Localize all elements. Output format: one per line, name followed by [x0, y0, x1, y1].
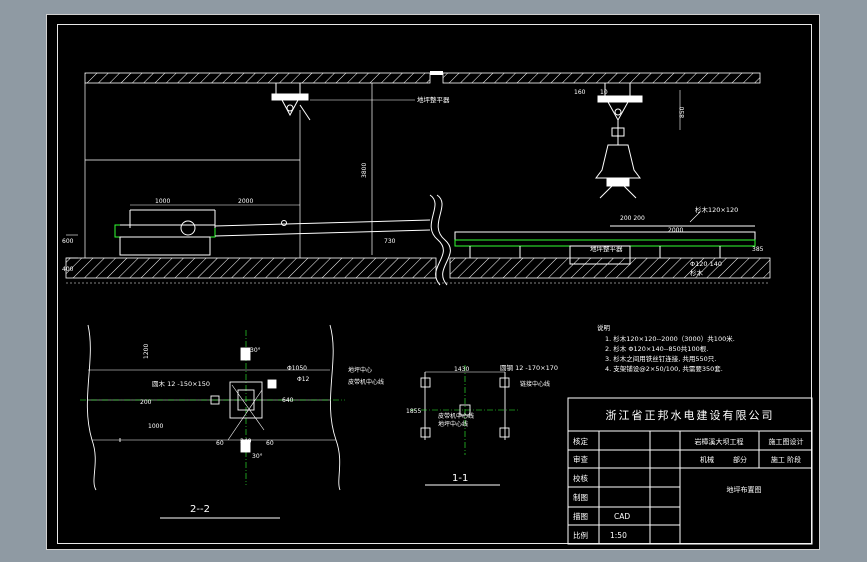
dim-200-200: 200 200: [620, 215, 645, 222]
row-value-5: 1:50: [610, 531, 627, 540]
dim-200: 200: [140, 399, 152, 406]
dim-1000: 1000: [155, 198, 170, 205]
row-label-5: 比例: [573, 530, 588, 540]
floor-sizer-label-2: 地坪整平器: [590, 244, 623, 253]
section-1-1-caption: 1-1: [452, 473, 468, 484]
dim-160: 160: [574, 89, 586, 96]
floor-center-label-11: 地坪中心线: [438, 420, 468, 428]
title-block-text: 浙江省正邦水电建设有限公司 岩樟溪大坝工程 施工图设计 机械 部分 施工 阶段 …: [573, 408, 804, 540]
dim-1000-s: 1000: [148, 423, 163, 430]
dim-60a: 60: [216, 440, 224, 447]
left-conveyor-frame: [114, 209, 216, 256]
dim-1855: 1855: [406, 408, 421, 415]
note-2: 2. 杉木 Φ120×140--850共100根.: [605, 344, 708, 353]
break-line: [429, 194, 444, 286]
belt-center-label: 皮带机中心线: [348, 378, 384, 386]
note-3: 3. 杉木之间用铁丝钉连接, 共用550只.: [605, 354, 716, 363]
drawing-border: [57, 24, 812, 544]
design-stage: 施工图设计: [769, 437, 804, 446]
timber-label: 杉木120×120: [695, 205, 738, 214]
dim-2000-right: 2000: [668, 227, 683, 234]
dim-1200: 1200: [143, 344, 150, 359]
note-1: 1. 杉木120×120--2000（3000）共100米.: [605, 334, 735, 343]
drawing-name: 地坪布置图: [727, 485, 762, 494]
title-block: [567, 397, 813, 545]
inclined-beam: [214, 219, 431, 237]
section-2-2: [80, 324, 345, 519]
row-value-4: CAD: [614, 512, 630, 521]
project-name: 岩樟溪大坝工程: [695, 437, 744, 446]
dim-850: 850: [679, 106, 686, 118]
floor-sizer-label: 地坪整平器: [417, 95, 450, 104]
elevation-dims: 1000 2000 730 600 400 160 10 850 385 200…: [62, 89, 764, 273]
plate-label: 圆钢 12 -170×170: [500, 364, 558, 372]
beam-label: 圆木 12 -150×150: [152, 379, 210, 388]
dim-60b: 60: [266, 440, 274, 447]
left-hanger: [271, 83, 311, 121]
notes: 说明 1. 杉木120×120--2000（3000）共100米. 2. 杉木 …: [597, 323, 735, 373]
dim-phi1050: Φ1050: [287, 365, 307, 372]
ceiling-slab-left: [84, 72, 431, 84]
height-dim-3800: 3800: [361, 83, 373, 255]
row-label-1: 审查: [573, 454, 588, 464]
dim-400: 400: [62, 266, 74, 273]
link-center-label: 链接中心线: [520, 380, 550, 388]
right-hanger-hopper: [595, 83, 643, 199]
dim-phi12: Φ12: [297, 376, 310, 383]
dim-3800: 3800: [361, 163, 368, 178]
ceiling-slab-right: [430, 71, 761, 84]
dim-30a: 30°: [250, 347, 261, 354]
pipe-label: Φ120 140: [690, 260, 722, 268]
dim-385: 385: [752, 246, 764, 253]
discipline-b: 部分: [733, 455, 747, 464]
row-label-3: 制图: [573, 492, 588, 502]
company-name: 浙江省正邦水电建设有限公司: [606, 408, 775, 422]
notes-title: 说明: [597, 323, 611, 332]
left-extension-lines: [84, 83, 301, 258]
ground-slab: [65, 257, 771, 284]
row-label-4: 描图: [573, 511, 588, 521]
row-label-0: 核定: [573, 436, 588, 446]
discipline-a: 机械: [700, 455, 714, 464]
section-1-1: [410, 365, 520, 486]
pipe-label-2: 杉木: [690, 268, 704, 277]
elevation-labels: 地坪整平器 地坪整平器 杉木120×120 Φ120 140 杉木: [310, 95, 738, 277]
dim-10: 10: [600, 89, 608, 96]
dim-600: 600: [62, 238, 74, 245]
note-4: 4. 支架铺设@2×50/100, 共需要350套.: [605, 364, 723, 373]
dim-1430: 1430: [454, 366, 469, 373]
belt-center-label-11: 皮带机中心线: [438, 412, 474, 420]
dim-30b: 30°: [252, 453, 263, 460]
dim-340: 340: [240, 438, 252, 445]
right-bed-rails: [454, 225, 756, 265]
dim-2000: 2000: [238, 198, 253, 205]
section-1-1-text: 1430 1855 圆钢 12 -170×170 链接中心线 皮带机中心线 地坪…: [406, 364, 558, 484]
drawing-sheet: [46, 14, 820, 550]
row-label-2: 校核: [573, 473, 588, 483]
floor-center-label: 地坪中心: [348, 366, 372, 374]
phase: 施工 阶段: [771, 455, 801, 464]
dim-640: 640: [282, 397, 294, 404]
dim-730: 730: [384, 238, 396, 245]
section-2-2-caption: 2--2: [190, 504, 210, 515]
section-2-2-text: 1200 200 1000 640 60 60 340 30° 30° Φ105…: [140, 344, 384, 515]
